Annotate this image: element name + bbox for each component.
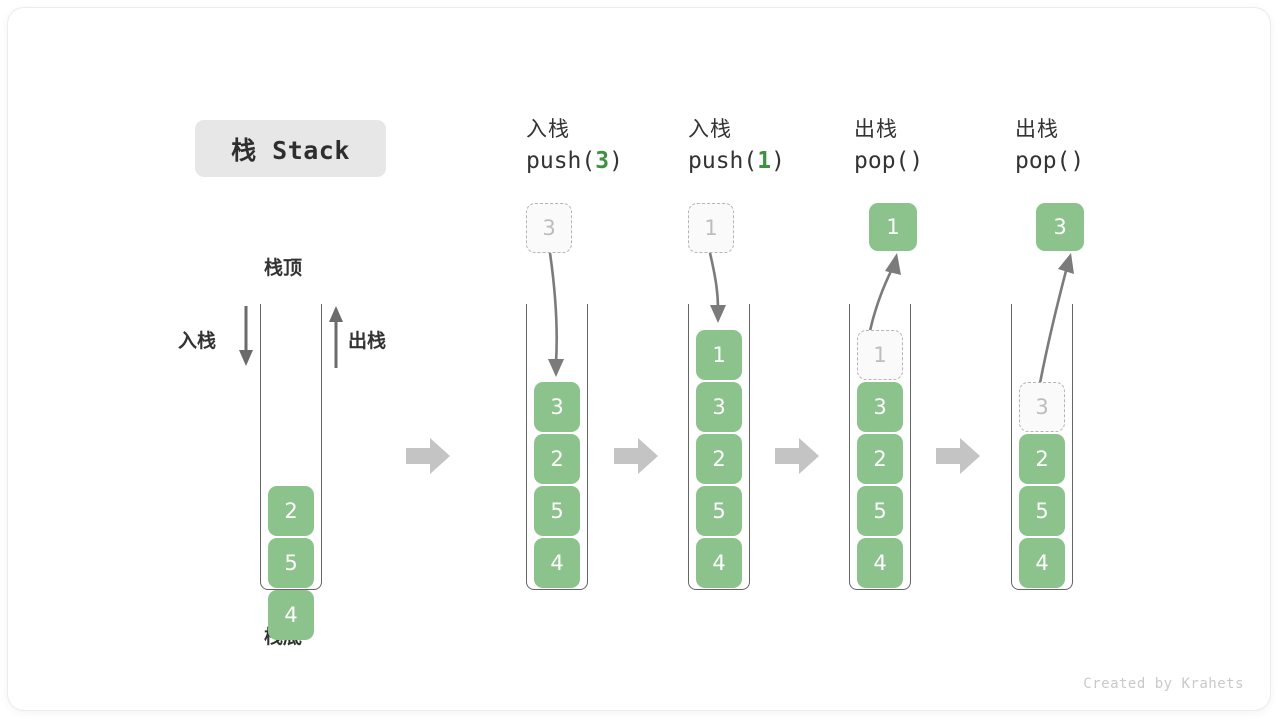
stack-cell: 5 <box>857 486 903 536</box>
stack-cell: 5 <box>534 486 580 536</box>
operation-code-arg: 3 <box>595 148 610 174</box>
operation-caption-pop-3: 出栈 pop() <box>1015 116 1185 176</box>
stack-cell: 5 <box>1019 486 1065 536</box>
stack-top-label: 栈顶 <box>264 257 303 279</box>
stage-transition-arrow-icon <box>614 438 658 474</box>
incoming-ghost-cell: 1 <box>688 203 734 253</box>
operation-code-arg: 1 <box>757 148 772 174</box>
operation-label-cn: 入栈 <box>526 117 570 141</box>
operation-code-suffix: ) <box>1070 148 1085 174</box>
stack-cell: 2 <box>1019 434 1065 484</box>
operation-label-cn: 出栈 <box>1015 117 1059 141</box>
footer-credit: Created by Krahets <box>1083 676 1244 692</box>
operation-code-prefix: pop( <box>1015 148 1071 174</box>
pop-direction-label: 出栈 <box>348 330 387 352</box>
operation-code-suffix: ) <box>771 148 785 174</box>
push-direction-label: 入栈 <box>178 330 217 352</box>
push-motion-arrow-icon <box>548 252 564 377</box>
stack-initial: 2 5 4 <box>260 304 322 640</box>
stack-cell-ghost: 3 <box>1019 382 1065 432</box>
diagram-card: 栈 Stack 栈顶 入栈 出栈 栈底 2 5 4 入栈 <box>8 8 1270 710</box>
stack-walls <box>849 304 911 590</box>
stack-cell: 2 <box>696 434 742 484</box>
push-direction-arrow-icon <box>239 306 253 366</box>
stack-cell-ghost: 1 <box>857 330 903 380</box>
operation-code-prefix: pop( <box>854 148 910 174</box>
stage-transition-arrow-icon <box>775 438 819 474</box>
stack-cell: 4 <box>534 538 580 588</box>
stack-cell: 4 <box>857 538 903 588</box>
stack-walls <box>688 304 750 590</box>
popped-cell: 3 <box>1036 203 1084 251</box>
operation-code-suffix: ) <box>909 148 924 174</box>
stack-cell: 1 <box>696 330 742 380</box>
popped-cell: 1 <box>869 203 917 251</box>
stack-cell: 5 <box>268 538 314 588</box>
stack-after-push-3: 3 2 5 4 <box>526 304 588 590</box>
stack-cell: 4 <box>268 590 314 640</box>
operation-code-prefix: push( <box>688 148 758 174</box>
stack-cell: 3 <box>696 382 742 432</box>
stack-walls <box>260 304 322 590</box>
pop-direction-arrow-icon <box>329 306 343 368</box>
stack-cell: 4 <box>1019 538 1065 588</box>
stack-after-pop-3: 3 2 5 4 <box>1011 304 1073 590</box>
stage-transition-arrow-icon <box>406 438 450 474</box>
operation-code: push(3) <box>526 146 696 176</box>
stack-cell: 2 <box>268 486 314 536</box>
push-motion-arrow-icon <box>708 252 726 323</box>
operation-code-prefix: push( <box>526 148 596 174</box>
stack-after-pop-1: 1 3 2 5 4 <box>849 304 911 590</box>
operation-code: pop() <box>1015 146 1185 176</box>
stack-walls <box>526 304 588 590</box>
operation-code: pop() <box>854 146 1024 176</box>
stack-cell: 2 <box>857 434 903 484</box>
operation-caption-push-3: 入栈 push(3) <box>526 116 696 176</box>
operation-label-cn: 入栈 <box>688 117 732 141</box>
operation-caption-push-1: 入栈 push(1) <box>688 116 858 176</box>
diagram-title-chip: 栈 Stack <box>195 120 386 177</box>
operation-label-cn: 出栈 <box>854 117 898 141</box>
stack-cell: 4 <box>696 538 742 588</box>
stack-after-push-1: 1 3 2 5 4 <box>688 304 750 590</box>
stage-transition-arrow-icon <box>936 438 980 474</box>
stack-cell: 5 <box>696 486 742 536</box>
stack-cell: 3 <box>534 382 580 432</box>
operation-caption-pop-1: 出栈 pop() <box>854 116 1024 176</box>
stack-cell: 2 <box>534 434 580 484</box>
operation-code: push(1) <box>688 146 858 176</box>
incoming-ghost-cell: 3 <box>526 203 572 253</box>
stack-walls <box>1011 304 1073 590</box>
stack-cell: 3 <box>857 382 903 432</box>
operation-code-suffix: ) <box>609 148 623 174</box>
